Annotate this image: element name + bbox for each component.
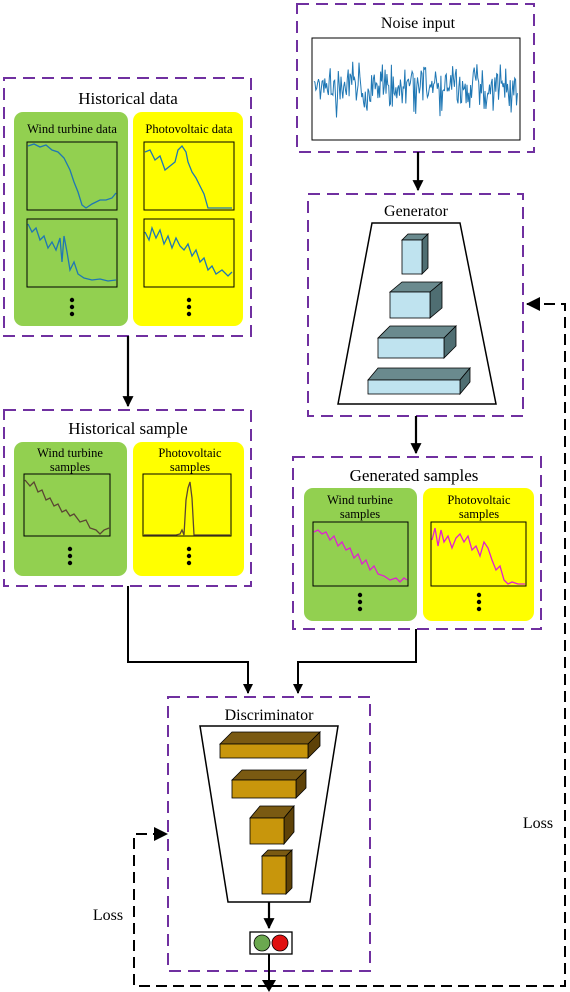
- historical-sample-pv-label-2: samples: [170, 460, 210, 474]
- historical-wind-plot-2: [26, 218, 118, 288]
- historical-sample-wind-label-1: Wind turbine: [37, 446, 103, 460]
- generated-pv-label-2: samples: [459, 507, 499, 521]
- historical-sample-wind-line: [24, 479, 110, 535]
- noise-signal-line: [313, 61, 518, 118]
- historical-pv-line-2: [144, 225, 233, 277]
- noise-input-block: Noise input: [296, 3, 535, 153]
- generator-layer-4: [367, 366, 471, 396]
- historical-sample-wind-plot: [23, 473, 111, 537]
- generator-layer-1: [401, 233, 429, 275]
- generated-wind-label-2: samples: [340, 507, 380, 521]
- loss-label-left: Loss: [93, 907, 123, 924]
- discriminator-layer-4: [261, 849, 293, 895]
- generated-wind-label-1: Wind turbine: [327, 493, 393, 507]
- generated-pv-label-1: Photovoltaic: [447, 493, 511, 507]
- generated-pv-panel: [423, 488, 534, 621]
- generated-pv-plot: [430, 521, 527, 587]
- historical-sample-wind-more-dots: [67, 546, 73, 566]
- historical-sample-title: Historical sample: [68, 419, 187, 438]
- historical-sample-wind-label-2: samples: [50, 460, 90, 474]
- discriminator-layer-3: [249, 804, 295, 846]
- discriminator-title: Discriminator: [225, 707, 315, 724]
- historical-sample-wind-panel: [14, 442, 127, 576]
- historical-wind-plot-1: [26, 141, 118, 211]
- historical-sample-pv-line: [144, 481, 230, 536]
- loss-label-right: Loss: [523, 815, 553, 832]
- generated-pv-more-dots: [476, 592, 482, 612]
- historical-wind-label: Wind turbine data: [27, 122, 117, 136]
- historical-data-block: Historical data Wind turbine data Photov…: [3, 77, 252, 337]
- historical-pv-line-1: [144, 144, 232, 209]
- historical-sample-pv-plot: [142, 473, 232, 537]
- historical-pv-more-dots: [186, 297, 192, 317]
- loss-to-discriminator-path: [133, 833, 269, 987]
- historical-sample-pv-label-1: Photovoltaic: [158, 446, 222, 460]
- historical-sample-pv-panel: [133, 442, 244, 576]
- loss-to-discriminator-arrowhead: [154, 827, 168, 841]
- historical-wind-more-dots: [69, 297, 75, 317]
- generator-title: Generator: [384, 203, 449, 220]
- generated-samples-to-discriminator-arrow: [293, 629, 417, 694]
- historical-wind-line-2: [27, 223, 117, 282]
- generated-wind-line: [313, 529, 408, 583]
- generator-layer-2: [388, 281, 444, 319]
- generated-wind-plot: [312, 521, 409, 587]
- generated-pv-line: [431, 527, 525, 585]
- generator-border: [307, 193, 524, 417]
- generated-wind-more-dots: [357, 592, 363, 612]
- historical-sample-block: Historical sample Wind turbine samples P…: [3, 409, 252, 587]
- historical-sample-border: [3, 409, 252, 587]
- generated-wind-panel: [304, 488, 417, 621]
- historical-pv-plot-2: [143, 218, 235, 288]
- historical-wind-line-1: [27, 143, 117, 209]
- generated-samples-title: Generated samples: [350, 466, 479, 485]
- generator-block: Generator: [307, 193, 524, 417]
- noise-input-border: [296, 3, 535, 153]
- historical-pv-label: Photovoltaic data: [145, 122, 233, 136]
- historical-sample-pv-more-dots: [186, 546, 192, 566]
- output-fake-indicator: [271, 934, 289, 952]
- output-real-indicator: [253, 934, 271, 952]
- generated-samples-block: Generated samples Wind turbine samples P…: [292, 456, 542, 630]
- generator-layer-3: [377, 325, 457, 359]
- historical-pv-plot-1: [143, 141, 235, 211]
- discriminator-layer-1: [219, 731, 321, 759]
- loss-to-generator-arrowhead: [526, 297, 540, 311]
- historical-sample-to-discriminator-arrow: [127, 586, 253, 694]
- discriminator-block: Discriminator: [167, 696, 371, 972]
- noise-input-title: Noise input: [381, 15, 456, 32]
- historical-data-title: Historical data: [78, 89, 178, 108]
- discriminator-layer-2: [231, 769, 307, 799]
